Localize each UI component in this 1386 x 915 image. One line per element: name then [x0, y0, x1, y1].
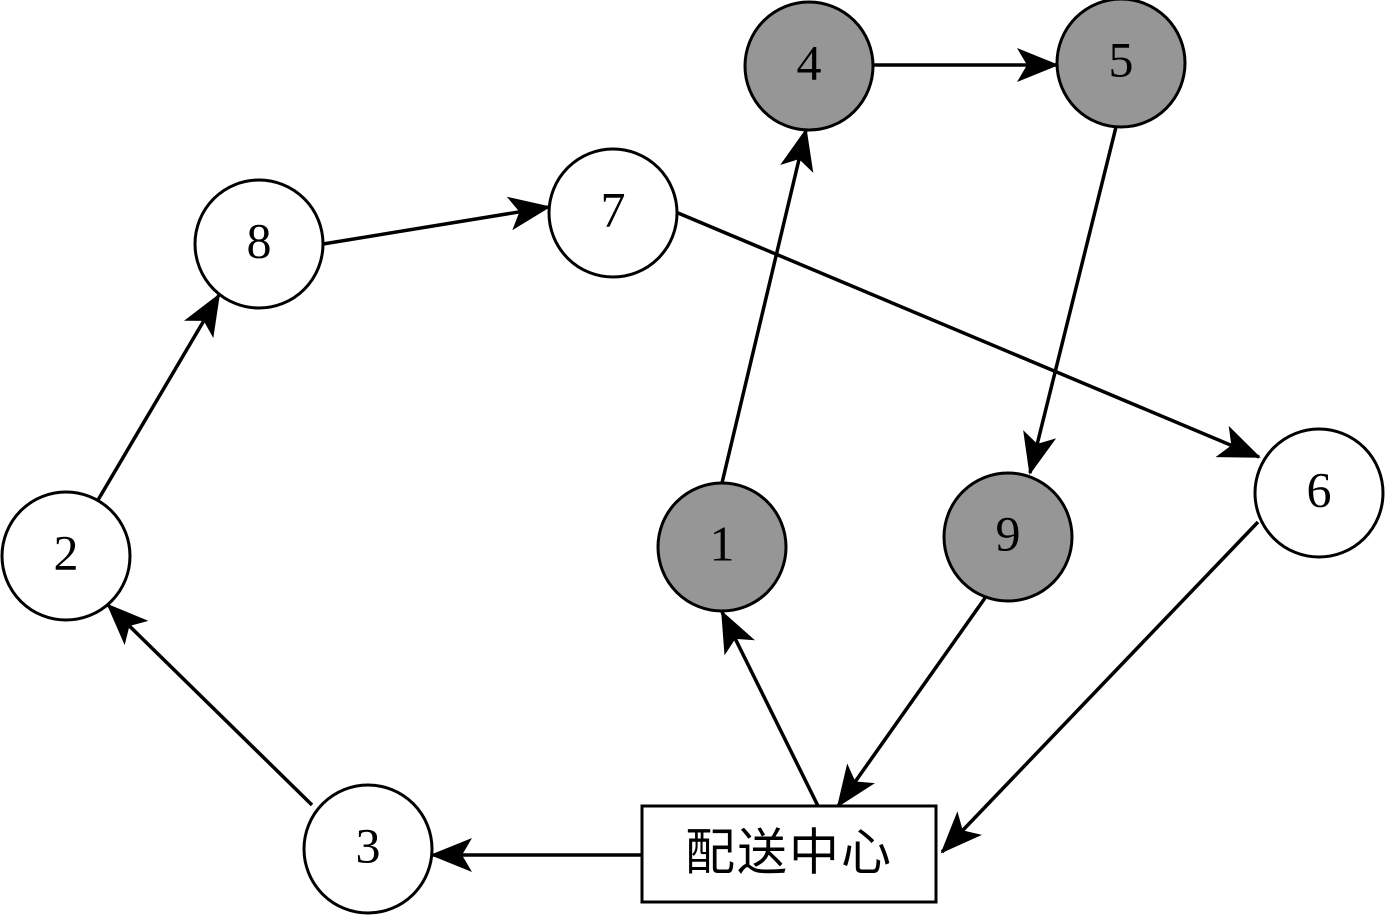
node-8: 8: [193, 178, 325, 310]
edge-1-to-4: [720, 128, 814, 484]
node-9-label: 9: [996, 505, 1021, 561]
node-7-label: 7: [601, 181, 626, 237]
node-5: 5: [1055, 0, 1187, 129]
node-2: 2: [0, 490, 132, 622]
node-5-label: 5: [1109, 31, 1134, 87]
edge-5-to-9: [1023, 126, 1118, 475]
node-9: 9: [942, 471, 1074, 603]
node-9-circle: [942, 471, 1074, 603]
node-1-label: 1: [710, 515, 735, 571]
edge-2-to-8: [96, 293, 221, 501]
node-3-circle: [302, 783, 434, 915]
node-6: 6: [1253, 427, 1385, 559]
edge-3-to-2: [106, 603, 314, 807]
node-5-circle: [1055, 0, 1187, 129]
edge-9-to-depot: [836, 596, 987, 808]
node-2-label: 2: [54, 524, 79, 580]
node-8-label: 8: [247, 212, 272, 268]
depot-box: [640, 804, 938, 904]
node-8-circle: [193, 178, 325, 310]
node-4-circle: [743, 0, 875, 132]
node-1: 1: [656, 481, 788, 613]
depot-node: 配送中心: [640, 804, 938, 904]
node-3-label: 3: [356, 817, 381, 873]
node-6-circle: [1253, 427, 1385, 559]
node-3: 3: [302, 783, 434, 915]
node-6-label: 6: [1307, 461, 1332, 517]
edge-7-to-6: [677, 211, 1261, 459]
depot-label: 配送中心: [685, 824, 893, 882]
edge-6-to-depot: [940, 520, 1260, 854]
node-2-circle: [0, 490, 132, 622]
edge-8-to-7: [322, 196, 551, 246]
node-7: 7: [547, 147, 679, 279]
node-4: 4: [743, 0, 875, 132]
edge-depot-to-1: [720, 610, 820, 807]
edges-layer: [96, 48, 1261, 872]
node-4-label: 4: [797, 34, 822, 90]
node-1-circle: [656, 481, 788, 613]
node-7-circle: [547, 147, 679, 279]
